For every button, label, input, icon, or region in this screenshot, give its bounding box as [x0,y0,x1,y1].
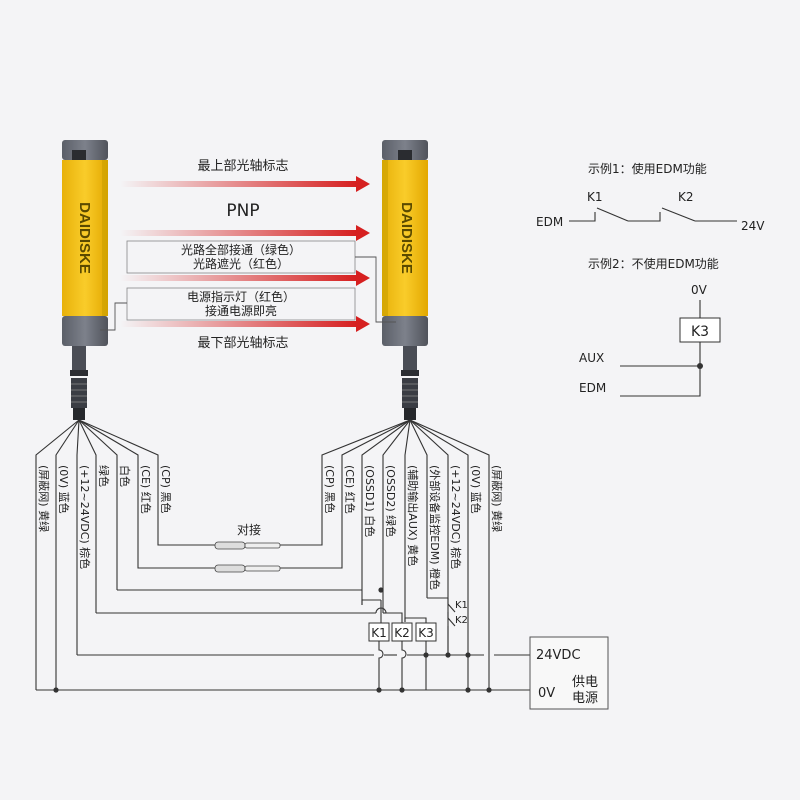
receiver-indicator-line2: 光路遮光（红色） [193,256,289,271]
left-sensor: DAIDISKE [62,140,108,420]
example1-edm: EDM [536,215,563,229]
supply-name-1: 供电 [572,675,598,690]
left-sensor-housing [62,160,108,316]
edm-contact-k2: K2 [455,615,468,626]
supply-24vdc-label: 24VDC [536,648,581,663]
example2-aux: AUX [579,351,604,365]
right-wire-label-4: (辅助输出AUX) 黄色 [406,465,420,566]
pair-connector-ce [214,564,281,573]
mode-label: PNP [226,201,259,221]
emitter-indicator-line1: 电源指示灯（红色） [187,289,295,304]
right-sensor: DAIDISKE [382,140,428,420]
right-sensor-brand: DAIDISKE [398,202,415,274]
indicator-box-emitter [126,287,356,321]
left-sensor-brand: DAIDISKE [76,202,93,274]
left-sensor-window [72,150,86,160]
lower-wiring: K1 K2 K3 K1 K2 [36,587,530,693]
emitter-indicator-line2: 接通电源即亮 [205,303,277,318]
left-wire-fan [35,419,215,690]
supply-name-2: 电源 [572,691,598,706]
example2-0v: 0V [691,283,708,297]
left-wire-labels: (屏蔽网) 黄绿 (0V) 蓝色 (+12~24VDC) 棕色绿色白色 (CE) 红色… [37,465,173,569]
beam-2 [120,230,356,236]
pair-label: 对接 [237,522,261,537]
example-1: 示例1：使用EDM功能 K1 K2 EDM 24V [536,161,765,233]
right-wire-label-0: (CP) 黑色 [323,465,337,513]
right-wire-label-5: (外部设备监控EDM) 橙色 [428,465,442,590]
indicator-box-receiver [126,240,356,274]
right-sensor-window [398,150,412,160]
relay-k2-label: K2 [394,626,410,640]
right-wire-label-8: (屏蔽网) 黄绿 [490,465,504,532]
left-wire-label-1: (0V) 蓝色 [57,465,71,514]
example1-k1: K1 [587,190,603,204]
example1-title: 示例1：使用EDM功能 [588,161,707,176]
example2-title: 示例2：不使用EDM功能 [588,256,719,271]
example1-24v: 24V [741,219,765,233]
left-wire-label-4: 白色 [118,465,132,487]
beam-top [120,181,356,187]
right-wire-label-1: (CE) 红色 [343,465,357,514]
example2-k3-label: K3 [691,324,709,340]
receiver-indicator-line1: 光路全部接通（绿色） [181,242,301,257]
left-wire-label-5: (CE) 红色 [139,465,153,514]
right-wire-fan [280,419,490,690]
left-wire-label-0: (屏蔽网) 黄绿 [37,465,51,532]
left-connector [71,378,87,408]
left-wire-label-2: (+12~24VDC) 棕色 [78,465,92,569]
relay-k1-label: K1 [371,626,387,640]
beam-bottom [120,321,356,327]
right-connector [402,378,418,408]
edm-contact-k1: K1 [455,600,468,611]
right-sensor-bottom-cap [382,316,428,346]
example1-k2: K2 [678,190,694,204]
light-beams [120,176,370,332]
right-wire-label-7: (0V) 蓝色 [469,465,483,514]
right-wire-labels: (CP) 黑色 (CE) 红色 (OSSD1) 白色 (OSSD2) 绿色 (辅助输出A… [323,465,504,590]
left-sensor-bottom-cap [62,316,108,346]
right-wire-label-6: (+12~24VDC) 棕色 [449,465,463,569]
right-wire-label-2: (OSSD1) 白色 [363,465,377,537]
left-wire-label-3: 绿色 [97,465,111,487]
example2-relay-k3 [679,317,721,343]
relay-k3-label: K3 [418,626,434,640]
beam-3 [120,275,356,281]
supply-0v-label: 0V [538,686,555,701]
right-wire-label-3: (OSSD2) 绿色 [384,465,398,537]
example-2: 示例2：不使用EDM功能 0V K3 AUX EDM [579,256,721,397]
example2-edm: EDM [579,381,606,395]
top-axis-label: 最上部光轴标志 [197,159,288,174]
power-supply [529,636,609,710]
right-sensor-housing [382,160,428,316]
pair-connector-cp [214,541,281,550]
left-wire-label-6: (CP) 黑色 [159,465,173,513]
bottom-axis-label: 最下部光轴标志 [197,336,288,351]
